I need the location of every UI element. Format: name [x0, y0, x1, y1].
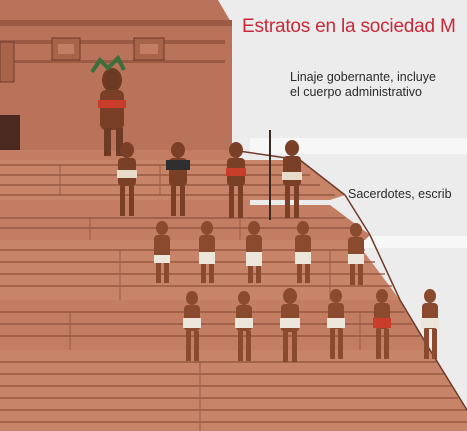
stratum-label-line: Sacerdotes, escrib [348, 187, 452, 201]
ruler-figure [90, 54, 126, 156]
noble-figures [117, 130, 302, 220]
infographic-title: Estratos en la sociedad M [242, 16, 456, 37]
stratum-label-priests: Sacerdotes, escrib [348, 187, 452, 202]
commoner-figures-row-2 [183, 288, 439, 362]
stratum-band-1 [250, 138, 467, 154]
stratum-label-line: el cuerpo administrativo [290, 85, 423, 99]
commoner-figures-row-1 [154, 221, 364, 285]
stratum-label-ruling-lineage: Linaje gobernante, incluye el cuerpo adm… [290, 70, 436, 100]
stratum-label-line: Linaje gobernante, incluye [290, 70, 436, 84]
pyramid-steps [0, 149, 467, 431]
